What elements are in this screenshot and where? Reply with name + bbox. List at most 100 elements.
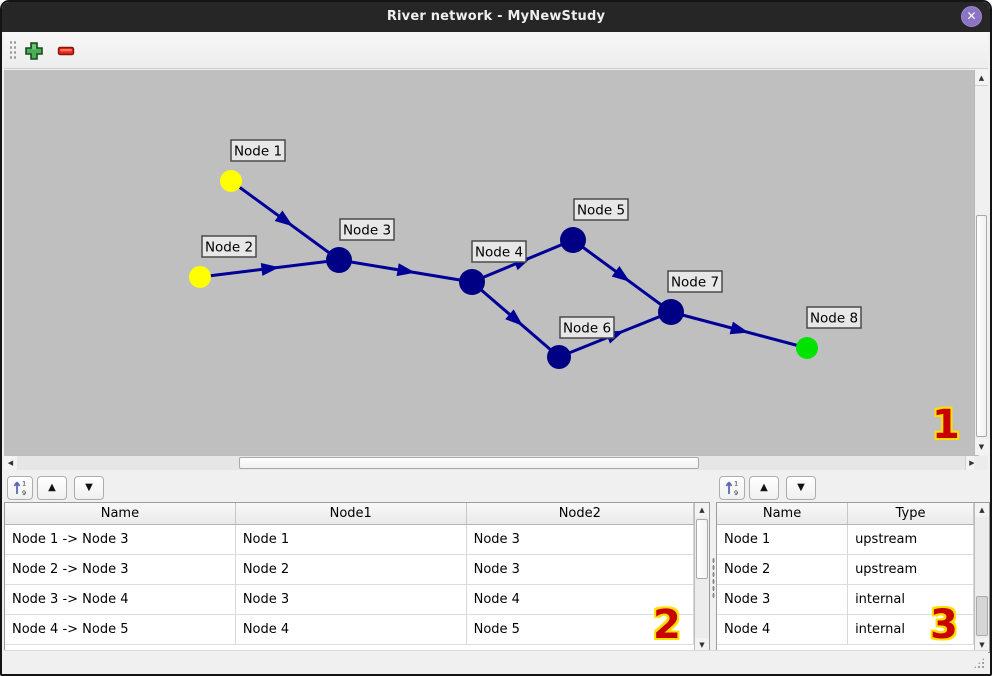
scroll-down-icon[interactable]: ▼ [695,638,709,652]
edge-n5-n7[interactable] [572,238,672,314]
table-cell: Node 4 [467,585,694,614]
scroll-down-icon[interactable]: ▼ [975,439,988,455]
node-label-n8[interactable]: Node 8 [806,306,862,329]
svg-text:Node 1: Node 1 [234,144,282,160]
node-label-n1[interactable]: Node 1 [230,139,286,162]
edge-n7-n8[interactable] [670,310,808,350]
table-cell: Node 3 [467,525,694,554]
node-n4[interactable] [459,269,485,295]
table-cell: Node 3 [467,555,694,584]
node-n1[interactable] [220,170,242,192]
node-label-n5[interactable]: Node 5 [573,198,629,221]
scroll-thumb[interactable] [696,519,708,579]
up-arrow-icon: ▲ [760,482,768,493]
table-cell: Node 3 -> Node 4 [5,585,236,614]
table-cell: internal [848,585,974,614]
node-n8[interactable] [796,337,818,359]
node-label-n3[interactable]: Node 3 [339,218,395,241]
window-title: River network - MyNewStudy [386,9,606,24]
svg-text:Node 7: Node 7 [671,275,719,291]
node-n7[interactable] [658,299,684,325]
move-down-button[interactable]: ▼ [786,476,816,500]
nodes-table-scrollbar[interactable]: ▲ ▼ [974,503,989,652]
scroll-thumb[interactable] [976,596,988,636]
svg-text:1: 1 [734,480,738,488]
table-cell: Node 2 [236,555,467,584]
vertical-scroll-thumb[interactable] [976,215,987,437]
table-cell: upstream [848,555,974,584]
column-header[interactable]: Node2 [467,503,694,524]
table-cell: Node 3 [236,585,467,614]
table-splitter[interactable] [711,502,716,653]
minus-icon [57,46,75,56]
node-n6[interactable] [547,345,571,369]
flow-arrow-icon [396,263,416,277]
column-header[interactable]: Name [717,503,849,524]
table-cell: Node 2 [717,555,849,584]
column-header[interactable]: Type [848,503,974,524]
plus-icon [25,42,43,60]
node-label-n6[interactable]: Node 6 [559,316,615,339]
scroll-up-icon[interactable]: ▲ [975,503,989,517]
node-n5[interactable] [560,227,586,253]
move-up-button[interactable]: ▲ [37,476,67,500]
node-label-n4[interactable]: Node 4 [471,240,527,263]
resize-grip-icon[interactable] [973,657,985,669]
move-up-button[interactable]: ▲ [749,476,779,500]
title-bar: River network - MyNewStudy ✕ [2,2,990,32]
down-arrow-icon: ▼ [85,482,93,493]
add-node-button[interactable] [24,41,44,61]
edge-n4-n6[interactable] [471,280,560,359]
sort-ascending-icon: 1 9 [13,480,26,497]
scroll-left-icon[interactable]: ◀ [4,456,17,470]
canvas-vertical-scrollbar[interactable]: ▲ ▼ [974,70,988,455]
svg-text:Node 4: Node 4 [475,245,523,261]
table-cell: Node 4 [236,615,467,644]
edge-n2-n3[interactable] [199,258,340,279]
close-button[interactable]: ✕ [961,6,982,27]
toolbar-drag-handle[interactable] [9,40,17,61]
column-header[interactable]: Node1 [236,503,467,524]
scroll-up-icon[interactable]: ▲ [975,70,988,86]
move-down-button[interactable]: ▼ [74,476,104,500]
table-cell: Node 4 [717,615,849,644]
table-cell: Node 1 [236,525,467,554]
table-row-partial [717,645,974,652]
annotation-2: 2 [653,602,681,648]
node-n2[interactable] [189,266,211,288]
reaches-table-scrollbar[interactable]: ▲ ▼ [694,503,709,652]
network-diagram: Node 1 Node 2 Node 3 Node 4 Node 5 Node 6 Node… [189,139,862,369]
edge-n1-n3[interactable] [230,179,340,262]
sort-button[interactable]: 1 9 [719,476,745,500]
column-header[interactable]: Name [5,503,236,524]
scrollbar-corner [974,456,988,470]
table-cell: Node 5 [467,615,694,644]
svg-text:9: 9 [22,489,26,496]
scroll-down-icon[interactable]: ▼ [975,638,989,652]
table-row-partial [5,645,694,652]
node-label-n7[interactable]: Node 7 [667,270,723,293]
flow-arrow-icon [274,210,294,227]
table-cell: internal [848,615,974,644]
sort-button[interactable]: 1 9 [7,476,33,500]
node-n3[interactable] [326,247,352,273]
edge-n3-n4[interactable] [338,258,473,284]
canvas-horizontal-scrollbar[interactable]: ◀ ▶ [4,455,979,470]
river-network-canvas[interactable]: Node 1 Node 2 Node 3 Node 4 Node 5 Node 6 Node… [4,70,978,455]
horizontal-scroll-thumb[interactable] [239,457,699,469]
scroll-up-icon[interactable]: ▲ [695,503,709,517]
remove-node-button[interactable] [56,41,76,61]
node-label-n2[interactable]: Node 2 [201,235,257,258]
table-cell: Node 2 -> Node 3 [5,555,236,584]
table-cell: Node 1 [717,525,849,554]
